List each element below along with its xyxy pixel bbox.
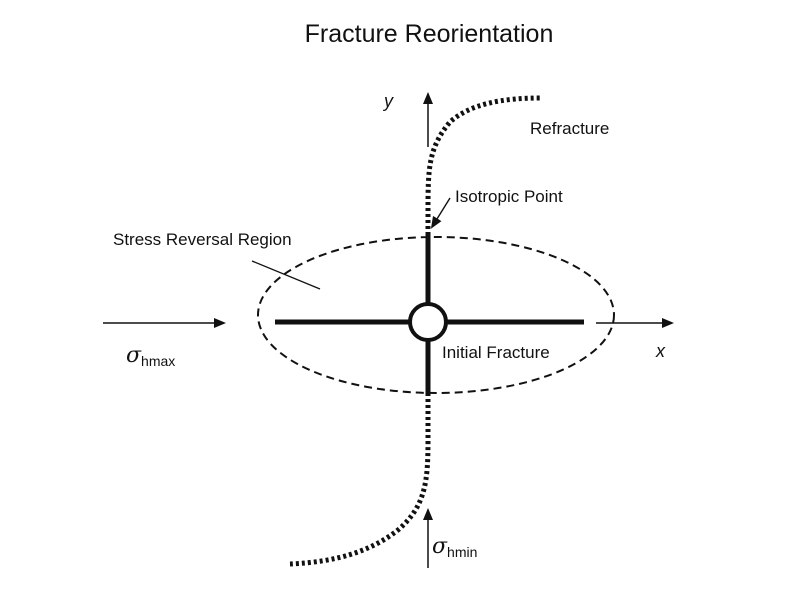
refracture-label: Refracture (530, 119, 609, 138)
sigma-hmax-symbol: σ (126, 343, 142, 368)
diagram-title: Fracture Reorientation (305, 20, 554, 48)
initial-fracture-label: Initial Fracture (442, 343, 550, 362)
sigma-hmin-label: σhmin (432, 534, 477, 560)
sigma-hmax-label: σhmax (126, 343, 175, 369)
sigma-hmin-subscript: hmin (447, 544, 477, 560)
x-axis-label: x (655, 341, 666, 361)
refracture-upper-curve (425, 95, 542, 235)
isotropic-point-label: Isotropic Point (455, 187, 563, 206)
stress-reversal-leader-line (251, 260, 321, 290)
sigma-hmin-symbol: σ (432, 534, 448, 559)
stress-reversal-region-label: Stress Reversal Region (113, 230, 292, 249)
refracture-lower-curve (289, 393, 431, 567)
wellbore-circle (408, 302, 448, 342)
isotropic-point-pointer (430, 197, 451, 229)
stress-reversal-ellipse (257, 236, 615, 394)
sigma-hmax-subscript: hmax (141, 353, 175, 369)
y-axis-label: y (382, 91, 394, 111)
